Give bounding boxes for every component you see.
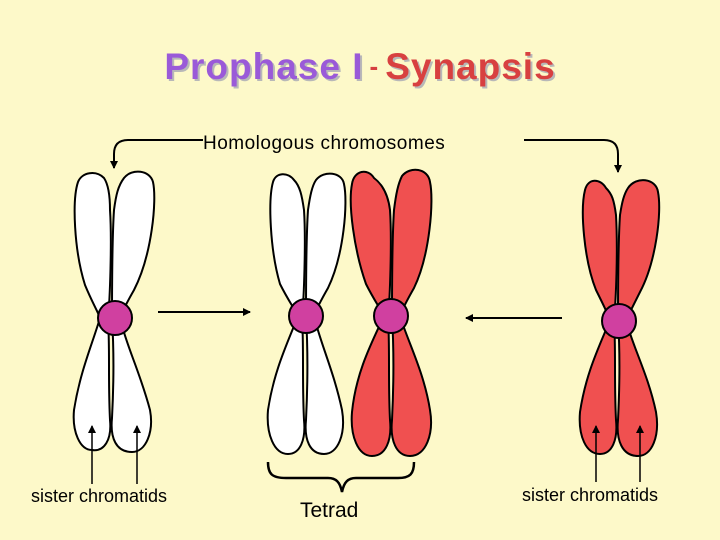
tetrad-white-homolog xyxy=(266,172,347,456)
homologous-arrow-left xyxy=(110,139,203,169)
red-chromatid xyxy=(349,170,392,458)
tetrad-red-homolog xyxy=(349,168,433,458)
title-prophase: Prophase I xyxy=(164,46,364,87)
white-chromatid xyxy=(266,173,306,456)
sister-chromatids-label-right: sister chromatids xyxy=(522,485,659,505)
white-chromatid xyxy=(304,172,347,456)
homologous-arrow-right xyxy=(524,139,622,173)
white-chromatid xyxy=(72,172,112,452)
title-synapsis: Synapsis xyxy=(385,46,556,87)
tetrad-label: Tetrad xyxy=(300,499,359,522)
red-chromatid xyxy=(390,168,433,458)
centromere xyxy=(288,298,324,334)
sister-chromatids-label-left: sister chromatids xyxy=(31,486,168,506)
red-chromosome-right xyxy=(578,179,661,458)
white-chromosome-left xyxy=(72,170,156,454)
homologous-chromosomes-label: Homologous chromosomes xyxy=(203,133,446,154)
red-chromatid xyxy=(616,179,661,458)
red-chromatid xyxy=(578,179,618,456)
white-chromatid xyxy=(110,170,156,454)
slide-title: Prophase I-Synapsis xyxy=(0,46,720,88)
centromere xyxy=(601,303,637,339)
centromere xyxy=(97,300,133,336)
tetrad-brace xyxy=(266,461,416,493)
centromere xyxy=(373,298,409,334)
title-separator: - xyxy=(369,51,380,81)
